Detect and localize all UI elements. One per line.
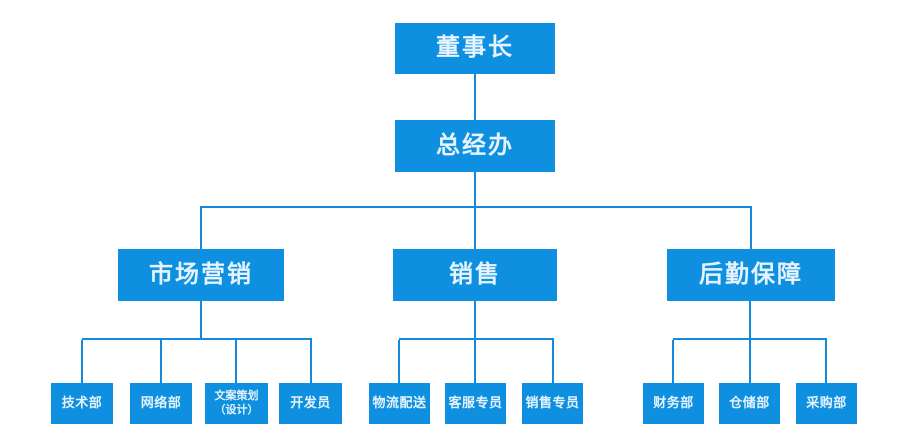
org-node-delivery: 物流配送: [369, 383, 430, 424]
org-node-label: 后勤保障: [699, 260, 803, 288]
org-node-chairman: 董事长: [395, 23, 555, 74]
connector-bus-sales: [399, 338, 554, 340]
connector-logistics-drop: [749, 301, 751, 338]
org-node-label: 总经办: [436, 131, 514, 159]
org-node-label: 网络部: [140, 395, 182, 411]
org-node-purchasing: 采购部: [796, 383, 857, 424]
org-node-label: 开发员: [290, 395, 331, 411]
connector-drop-sales-specialist: [552, 340, 554, 383]
org-node-tech: 技术部: [51, 383, 113, 424]
org-node-logistics: 后勤保障: [667, 249, 835, 301]
connector-drop-customer-service: [474, 340, 476, 383]
connector-bus-logistics: [673, 338, 827, 340]
connector-drop-marketing: [200, 208, 202, 249]
org-node-label: 物流配送: [372, 395, 427, 411]
org-node-sales-specialist: 销售专员: [522, 383, 583, 424]
org-node-sales: 销售: [393, 249, 557, 301]
connector-drop-warehouse: [749, 340, 751, 383]
org-node-marketing: 市场营销: [118, 249, 284, 301]
org-node-label: 文案策划: [214, 389, 259, 402]
org-node-label: 采购部: [806, 395, 847, 411]
connector-bus-marketing: [82, 338, 312, 340]
org-node-developer: 开发员: [279, 383, 342, 424]
org-node-label: 市场营销: [149, 260, 253, 288]
org-node-label: 董事长: [436, 34, 514, 62]
org-node-customer-service: 客服专员: [445, 383, 506, 424]
connector-drop-developer: [310, 340, 312, 383]
connector-drop-logistics: [750, 208, 752, 249]
org-node-label: 客服专员: [448, 395, 503, 411]
connector-drop-sales: [474, 208, 476, 249]
connector-drop-finance: [672, 340, 674, 383]
org-node-network: 网络部: [130, 383, 192, 424]
org-node-finance: 财务部: [643, 383, 704, 424]
org-node-copywriting: 文案策划 （设计）: [205, 383, 268, 424]
connector-bus-level3: [200, 206, 752, 208]
org-node-label: 财务部: [653, 395, 694, 411]
connector-drop-purchasing: [825, 340, 827, 383]
connector-line-chairman-gm: [474, 74, 476, 120]
connector-marketing-drop: [200, 301, 202, 338]
connector-drop-delivery: [398, 340, 400, 383]
connector-drop-tech: [81, 340, 83, 383]
org-node-warehouse: 仓储部: [719, 383, 780, 424]
org-node-label: 技术部: [61, 395, 103, 411]
org-node-label: 仓储部: [729, 395, 770, 411]
org-node-label: 销售专员: [525, 395, 580, 411]
connector-line-gm-drop: [474, 172, 476, 208]
connector-sales-drop: [474, 301, 476, 338]
connector-drop-copywriting: [235, 340, 237, 383]
connector-drop-network: [160, 340, 162, 383]
org-node-label-line2: （设计）: [214, 403, 259, 416]
org-node-label: 销售: [449, 260, 501, 288]
org-node-gm-office: 总经办: [395, 120, 555, 172]
